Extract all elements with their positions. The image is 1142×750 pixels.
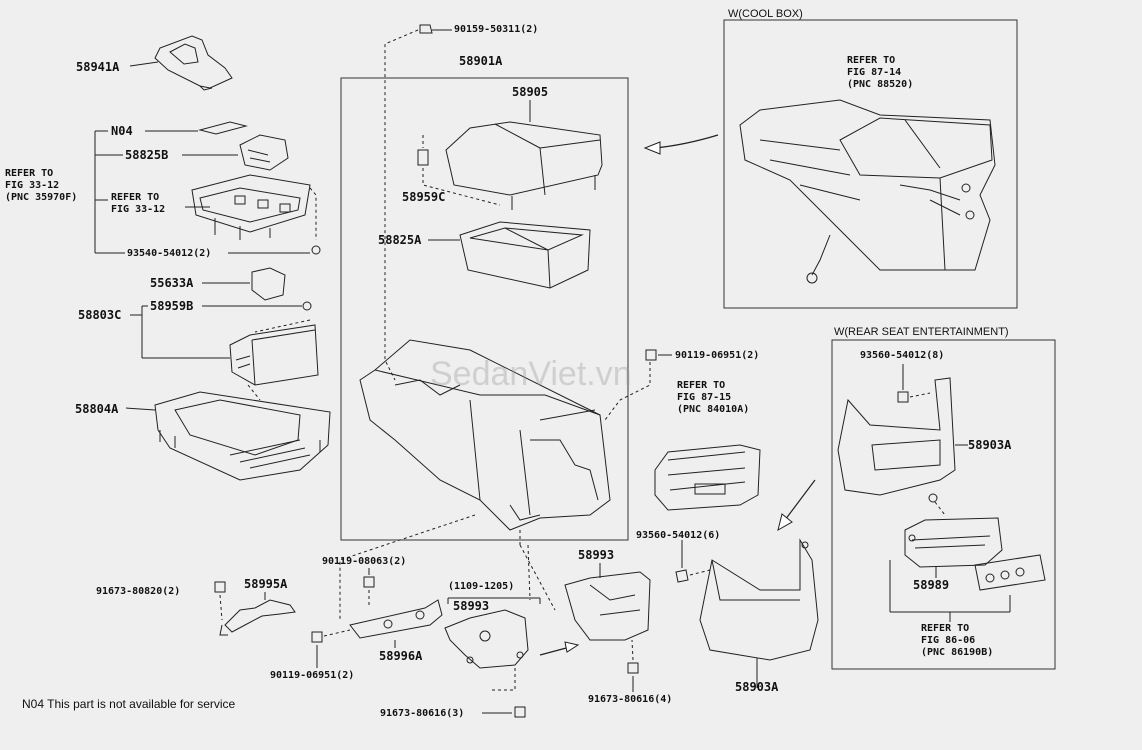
bezel-58903A-bottom [700,540,818,688]
footnote: N04 This part is not available for servi… [22,697,236,711]
screw-90119-06951-bottom [312,630,350,668]
rse-refer-line1: REFER TO [921,623,970,634]
label-58995A: 58995A [244,577,288,591]
label-58993-top: 58993 [578,548,615,562]
coolbox-refer-line2: FIG 87-14 [847,67,902,78]
refer-33-line1: REFER TO [5,168,54,179]
console-body [360,340,610,545]
coolbox-refer-line3: (PNC 88520) [847,79,914,90]
rse-frame [832,340,1055,669]
leader-dashed-2 [520,545,555,610]
label-range: (1109-1205) [448,581,515,592]
label-91673-80820: 91673-80820(2) [96,586,181,597]
refer-33i-line2: FIG 33-12 [111,204,166,215]
refer-33-12-inner: REFER TO FIG 33-12 [111,192,165,216]
screw-91673-80820 [215,582,225,620]
label-58996A: 58996A [379,649,423,663]
label-93560-8: 93560-54012(8) [860,350,945,361]
rse-unit-58989 [905,518,1002,578]
leader-dashed-3 [528,545,530,600]
screw-58959C [418,135,500,205]
rse-refer-bracket [890,560,1010,622]
rse-controller [975,555,1045,590]
insert-58825A [428,222,590,288]
label-58903A-bottom: 58903A [735,680,779,694]
screw-90119-06951-top [605,350,672,420]
screw-90119-08063 [364,568,374,605]
refer-87-15: REFER TO FIG 87-15 (PNC 84010A) [677,380,749,416]
label-58993-mid: 58993 [453,599,490,613]
watermark: SedanViet.vn [430,355,632,393]
label-93560-6: 93560-54012(6) [636,530,721,541]
ac-panel [655,445,760,510]
refer-33-12-left: REFER TO FIG 33-12 (PNC 35970F) [5,168,77,204]
refer-33-line2: FIG 33-12 [5,180,60,191]
screw-93560-6 [676,540,710,582]
refer-87-15-line3: (PNC 84010A) [677,404,750,415]
label-55633A: 55633A [150,276,194,290]
assembly-frame-58901A [341,78,628,540]
label-58941A: 58941A [76,60,120,74]
label-58959B: 58959B [150,299,194,313]
rse-screw-2 [929,494,945,515]
lid-58905 [446,100,602,210]
refer-33i-line1: REFER TO [111,192,160,203]
coolbox-frame [724,20,1017,308]
coolbox-refer-line1: REFER TO [847,55,896,66]
label-91673-80616-4: 91673-80616(4) [588,694,673,705]
refer-87-15-line2: FIG 87-15 [677,392,732,403]
label-58901A: 58901A [459,54,503,68]
box-58803C [130,306,318,385]
screw-91673-80616-3 [482,707,525,717]
harness-58995A [220,592,295,635]
coolbox-console [740,100,995,283]
label-90119-06951-bottom: 90119-06951(2) [270,670,355,681]
screw-58959B [202,302,311,310]
tray-58804A [126,385,330,480]
label-58803C: 58803C [78,308,122,322]
label-91673-80616-3: 91673-80616(3) [380,708,465,719]
label-90119-06951-top: 90119-06951(2) [675,350,760,361]
pad-N04 [145,122,246,134]
arrow-coolbox [655,135,718,148]
switch-panel [192,175,310,240]
bracket-58993-top [565,563,650,640]
label-58905: 58905 [512,85,549,99]
rse-bezel-58903A [838,378,968,495]
rse-refer: REFER TO FIG 86-06 (PNC 86190B) [921,623,993,659]
refer-87-15-line1: REFER TO [677,380,726,391]
arrow-down [785,480,815,520]
rse-screw-93560-8 [898,364,930,402]
label-58804A: 58804A [75,402,119,416]
label-58825A: 58825A [378,233,422,247]
refer-33-line3: (PNC 35970F) [5,192,78,203]
label-58959C: 58959C [402,190,446,204]
rse-refer-line3: (PNC 86190B) [921,647,994,658]
screw-90159 [385,25,452,380]
arrow-right [540,647,570,655]
label-58825B: 58825B [125,148,169,162]
clip-55633A [202,268,285,300]
screw-91673-80616-4 [628,640,638,692]
label-58989: 58989 [913,578,950,592]
label-93540: 93540-54012(2) [127,248,212,259]
label-90159: 90159-50311(2) [454,24,539,35]
rse-refer-line2: FIG 86-06 [921,635,976,646]
bracket-58993-mid [445,610,528,690]
leader-dashed-1 [340,515,475,620]
rse-title: W(REAR SEAT ENTERTAINMENT) [834,326,1009,338]
label-58903A-rse: 58903A [968,438,1012,452]
coolbox-refer: REFER TO FIG 87-14 (PNC 88520) [847,55,913,91]
holder-58825B [182,135,288,170]
label-90119-08063: 90119-08063(2) [322,556,407,567]
leader-lines-left [95,131,320,254]
label-N04: N04 [111,124,133,138]
coolbox-title: W(COOL BOX) [728,8,803,20]
bracket-58996A [350,600,442,648]
shift-boot-58941A [130,36,232,90]
